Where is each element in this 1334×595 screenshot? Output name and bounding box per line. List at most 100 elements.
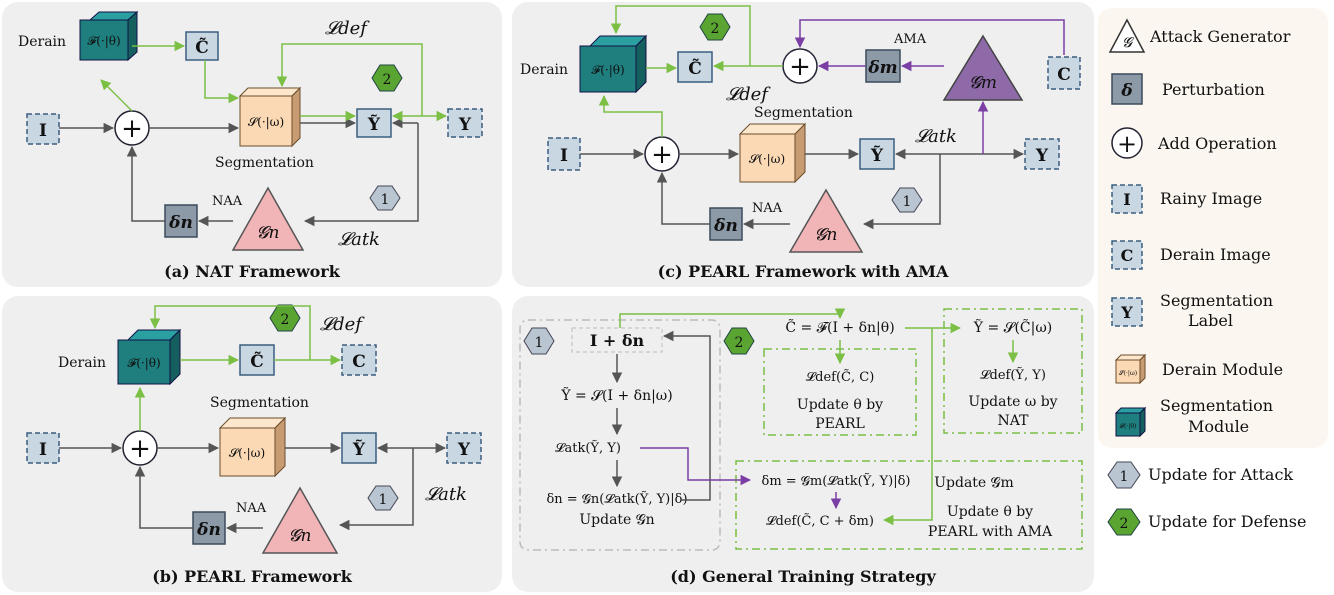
derain-fn-label: 𝓕(·|θ) bbox=[87, 34, 120, 48]
y-label: Y bbox=[458, 115, 472, 135]
legend: 𝓖 Attack Generator δ Perturbation + Add … bbox=[1107, 18, 1306, 536]
legend-item-derain-module: 𝓢(·|ω) Derain Module bbox=[1114, 353, 1283, 385]
c-tilde-label: C̃ bbox=[195, 38, 209, 58]
legend-item-derain-image: C Derain Image bbox=[1111, 240, 1271, 270]
l-atk-label-c: 𝓛atk bbox=[915, 126, 957, 147]
legend-symbol-6: 𝓢(·|ω) bbox=[1119, 370, 1137, 377]
y-tilde-eq: Ỹ = 𝓢(I + δn|ω) bbox=[560, 386, 672, 404]
segmentation-label-b: Segmentation bbox=[210, 395, 309, 411]
legend-label-3: Rainy Image bbox=[1160, 189, 1262, 208]
ama-label: AMA bbox=[893, 32, 927, 47]
gen-n-triangle-c bbox=[788, 188, 864, 253]
caption-b: (b) PEARL Framework bbox=[152, 567, 353, 586]
l-atk-label: 𝓛atk bbox=[338, 229, 380, 250]
c-label-b: C bbox=[352, 352, 366, 372]
latk-expr: 𝓛atk(Ỹ, Y) bbox=[555, 440, 621, 456]
update-theta-ama-2: PEARL with AMA bbox=[928, 524, 1053, 540]
legend-item-seg-label: Y Segmentation Label bbox=[1111, 291, 1273, 330]
ldef-c: 𝓛def(C̃, C) bbox=[806, 369, 875, 385]
legend-symbol-5: Y bbox=[1120, 303, 1133, 322]
legend-symbol-7: 𝓕(·|θ) bbox=[1120, 423, 1137, 430]
gen-n-triangle-b bbox=[261, 486, 339, 554]
seg-fn-label: 𝓢(·|ω) bbox=[248, 115, 284, 129]
step-1-label-d: 1 bbox=[535, 335, 544, 351]
delta-n-label-b: δn bbox=[196, 520, 221, 540]
y-tilde-label: Ỹ bbox=[367, 113, 381, 135]
legend-label-6: Derain Module bbox=[1162, 360, 1283, 379]
legend-symbol-9: 2 bbox=[1120, 516, 1129, 532]
legend-symbol-8: 1 bbox=[1120, 469, 1129, 485]
legend-item-attack-generator: 𝓖 Attack Generator bbox=[1108, 18, 1291, 53]
l-def-label-b: 𝓛def bbox=[320, 314, 365, 335]
update-omega-2: NAT bbox=[998, 413, 1030, 429]
legend-label-1: Perturbation bbox=[1162, 80, 1265, 99]
pearl-ama-framework: 𝓕(·|θ) Derain C̃ 2 + 𝓛def Segmentation δ… bbox=[520, 5, 1081, 281]
i-box bbox=[26, 113, 60, 145]
l-def-label-c: 𝓛def bbox=[726, 84, 771, 105]
ldef-y: 𝓛def(Ỹ, Y) bbox=[980, 367, 1046, 383]
segmentation-label: Segmentation bbox=[215, 155, 314, 171]
step-2-label-c: 2 bbox=[711, 21, 720, 37]
legend-item-rainy-image: I Rainy Image bbox=[1111, 184, 1262, 214]
caption-d: (d) General Training Strategy bbox=[670, 567, 936, 586]
legend-symbol-4: C bbox=[1121, 246, 1134, 265]
l-atk-label-b: 𝓛atk bbox=[425, 484, 467, 505]
derain-label: Derain bbox=[18, 34, 66, 50]
y-label-c: Y bbox=[1035, 146, 1049, 166]
naa-label: NAA bbox=[212, 194, 243, 209]
segmentation-label-c: Segmentation bbox=[754, 105, 853, 121]
legend-label-0: Attack Generator bbox=[1149, 27, 1291, 46]
legend-label-5: Segmentation bbox=[1160, 291, 1273, 310]
update-omega-1: Update ω by bbox=[968, 394, 1057, 410]
derain-fn-label-b: 𝓕(·|θ) bbox=[127, 356, 160, 370]
delta-m-label: δm bbox=[867, 58, 897, 78]
derain-label-c: Derain bbox=[520, 62, 568, 78]
update-gm: Update 𝓖m bbox=[934, 475, 1014, 491]
derain-cube-c: 𝓕(·|θ) bbox=[579, 34, 648, 94]
training-strategy: 1 2 I + δn Ỹ = 𝓢(I + δn|ω) 𝓛atk(Ỹ, Y) δn… bbox=[519, 308, 1083, 586]
add-symbol-c1: + bbox=[789, 52, 811, 82]
ldef-cm: 𝓛def(C̃, C + δm) bbox=[766, 513, 874, 529]
step-1-marker-d bbox=[523, 327, 555, 355]
y-tilde-label-b: Ỹ bbox=[352, 438, 366, 460]
naa-label-c: NAA bbox=[752, 201, 783, 216]
derain-cube: 𝓕(·|θ) bbox=[79, 10, 139, 62]
delta-m-box bbox=[865, 49, 901, 83]
i-label-c: I bbox=[560, 146, 568, 166]
y-box-b bbox=[446, 432, 482, 464]
pearl-framework: 𝓕(·|θ) Derain C̃ C Segmentation 2 𝓛def I… bbox=[26, 304, 482, 586]
delta-n-box bbox=[164, 204, 198, 238]
legend-label-5b: Label bbox=[1188, 311, 1233, 330]
delta-n-label-c: δn bbox=[713, 216, 738, 236]
i-plus-delta: I + δn bbox=[590, 331, 645, 350]
y-box-c bbox=[1024, 138, 1060, 170]
add-symbol: + bbox=[121, 114, 143, 144]
step-1-label-c: 1 bbox=[903, 194, 912, 210]
update-theta-1: Update θ by bbox=[797, 397, 883, 413]
gen-n-label: 𝓖n bbox=[257, 223, 280, 243]
legend-label-9: Update for Defense bbox=[1148, 512, 1306, 531]
c-tilde-box-c bbox=[677, 51, 713, 83]
seg-fn-label-b: 𝓢(·|ω) bbox=[229, 446, 265, 460]
step-2-marker-b bbox=[269, 304, 301, 332]
y-label-b: Y bbox=[457, 440, 471, 460]
delta-n-box-b bbox=[192, 511, 226, 545]
gen-m-triangle bbox=[942, 34, 1024, 101]
naa-label-b: NAA bbox=[236, 501, 267, 516]
legend-symbol-3: I bbox=[1123, 190, 1130, 209]
update-theta-2: PEARL bbox=[815, 416, 865, 432]
c-tilde-box bbox=[185, 31, 219, 61]
gen-n-label-b: 𝓖n bbox=[289, 526, 312, 546]
c-box-c bbox=[1047, 56, 1081, 90]
c-label-c: C bbox=[1057, 65, 1071, 85]
step-2-label-d: 2 bbox=[735, 335, 744, 351]
add-symbol-c2: + bbox=[651, 140, 673, 170]
panel-d bbox=[512, 296, 1094, 592]
update-gn: Update 𝓖n bbox=[579, 512, 654, 528]
caption-c: (c) PEARL Framework with AMA bbox=[658, 262, 949, 281]
legend-label-7b: Module bbox=[1188, 417, 1249, 436]
step-1-label-b: 1 bbox=[379, 492, 388, 508]
legend-item-perturbation: δ Perturbation bbox=[1111, 73, 1265, 105]
legend-symbol-2: + bbox=[1117, 130, 1137, 158]
